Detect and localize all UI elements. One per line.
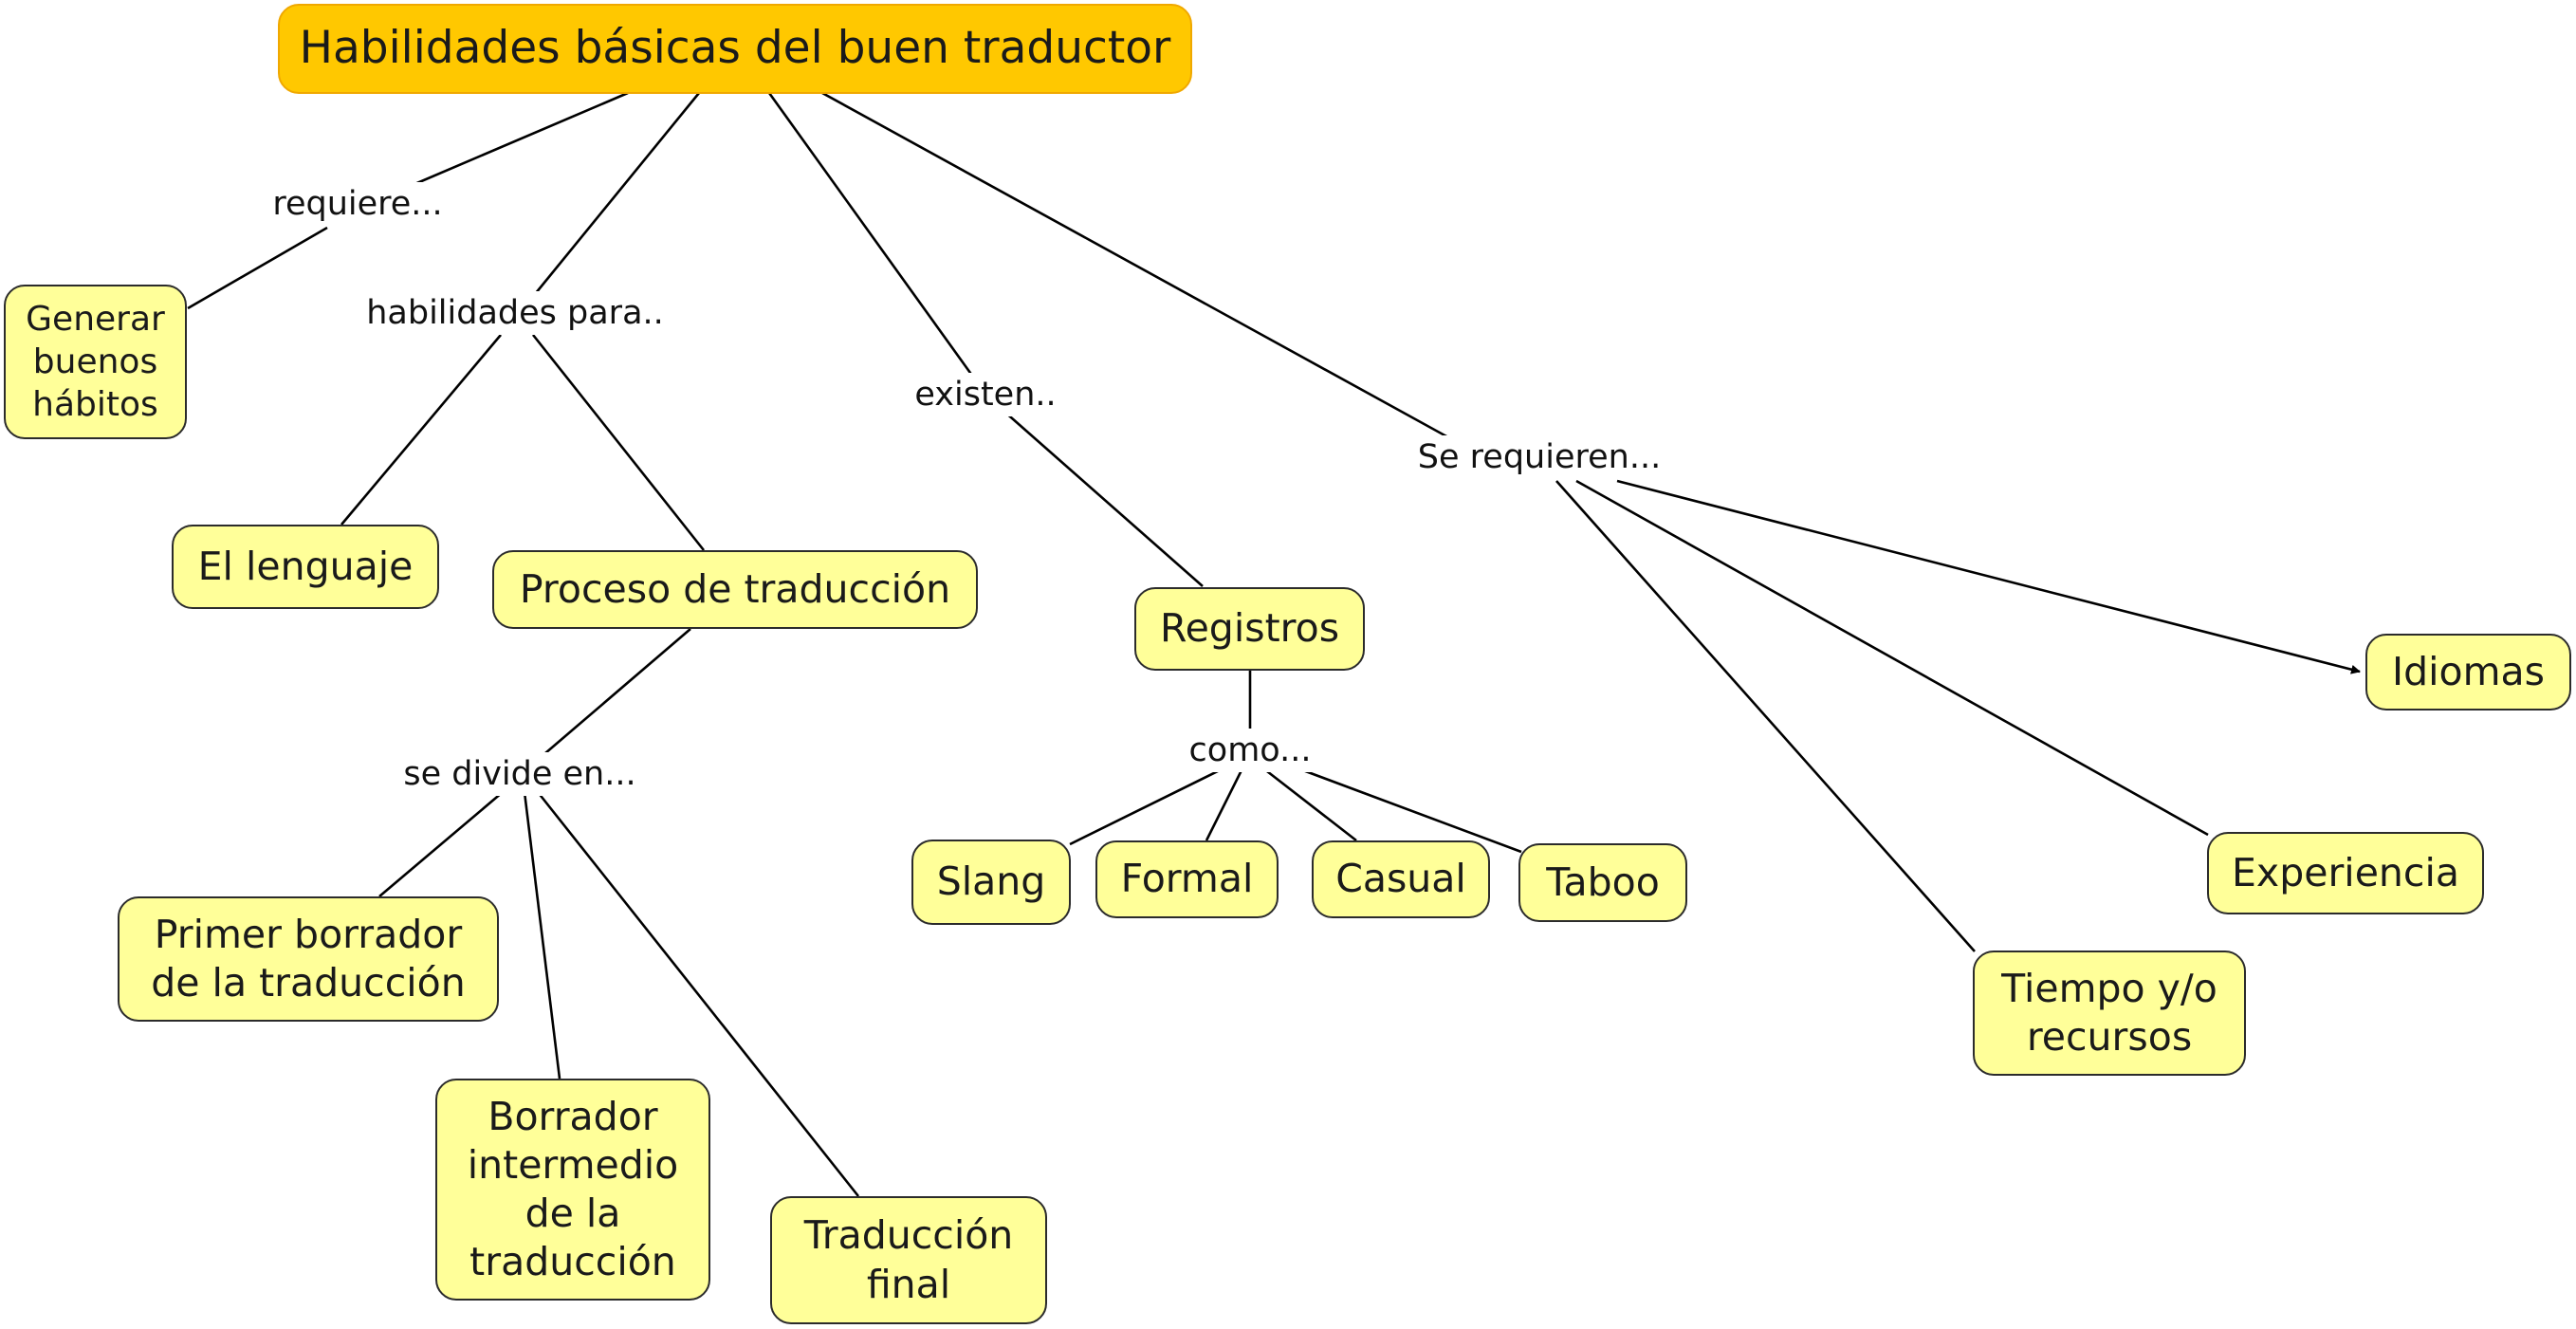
link-habilidades-para[interactable]: habilidades para.. <box>360 291 670 335</box>
link-requiere[interactable]: requiere... <box>267 182 449 226</box>
connector-sedivide-final <box>536 791 860 1197</box>
connector-habilidades-proceso <box>531 334 706 551</box>
concept-casual[interactable]: Casual <box>1312 840 1490 918</box>
connector-requiere-generar <box>187 226 328 310</box>
link-como[interactable]: como... <box>1183 729 1317 772</box>
connector-root-requiere <box>405 91 629 190</box>
connector-serequieren-tiempo <box>1555 480 1976 952</box>
root-concept[interactable]: Habilidades básicas del buen traductor <box>278 4 1192 94</box>
concept-primer-borrador[interactable]: Primer borrador de la traducción <box>118 896 499 1022</box>
concept-slang[interactable]: Slang <box>911 840 1071 925</box>
connector-como-casual <box>1262 766 1357 842</box>
link-se-requieren[interactable]: Se requieren... <box>1411 435 1667 479</box>
connector-sedivide-primer <box>378 791 504 897</box>
connector-como-slang <box>1069 766 1224 846</box>
concept-borrador-intermedio[interactable]: Borrador intermedio de la traducción <box>435 1079 710 1301</box>
concept-tiempo-recursos[interactable]: Tiempo y/o recursos <box>1973 951 2246 1076</box>
connector-root-existen <box>767 92 977 380</box>
connector-sedivide-intermedio <box>523 791 561 1080</box>
connector-existen-registros <box>1003 410 1204 587</box>
concept-experiencia[interactable]: Experiencia <box>2207 832 2484 914</box>
concept-taboo[interactable]: Taboo <box>1518 843 1687 922</box>
concept-traduccion-final[interactable]: Traducción final <box>770 1196 1047 1324</box>
connector-como-formal <box>1205 767 1244 841</box>
concept-generar-buenos-habitos[interactable]: Generar buenos hábitos <box>4 285 187 439</box>
connector-como-taboo <box>1284 762 1522 854</box>
concept-formal[interactable]: Formal <box>1095 840 1279 918</box>
concept-registros[interactable]: Registros <box>1134 587 1365 671</box>
connector-serequieren-experiencia <box>1575 479 2209 837</box>
link-existen[interactable]: existen.. <box>909 373 1062 416</box>
connector-habilidades-lenguaje <box>340 334 502 526</box>
link-se-divide-en[interactable]: se divide en... <box>397 752 642 796</box>
concept-el-lenguaje[interactable]: El lenguaje <box>172 525 439 609</box>
concept-idiomas[interactable]: Idiomas <box>2365 634 2571 711</box>
connector-root-habilidades <box>529 92 701 300</box>
connector-serequieren-idiomas <box>1616 479 2361 674</box>
connector-root-serequieren <box>821 91 1458 444</box>
connector-proceso-sedivide <box>538 628 691 760</box>
concept-proceso-de-traduccion[interactable]: Proceso de traducción <box>492 550 978 629</box>
